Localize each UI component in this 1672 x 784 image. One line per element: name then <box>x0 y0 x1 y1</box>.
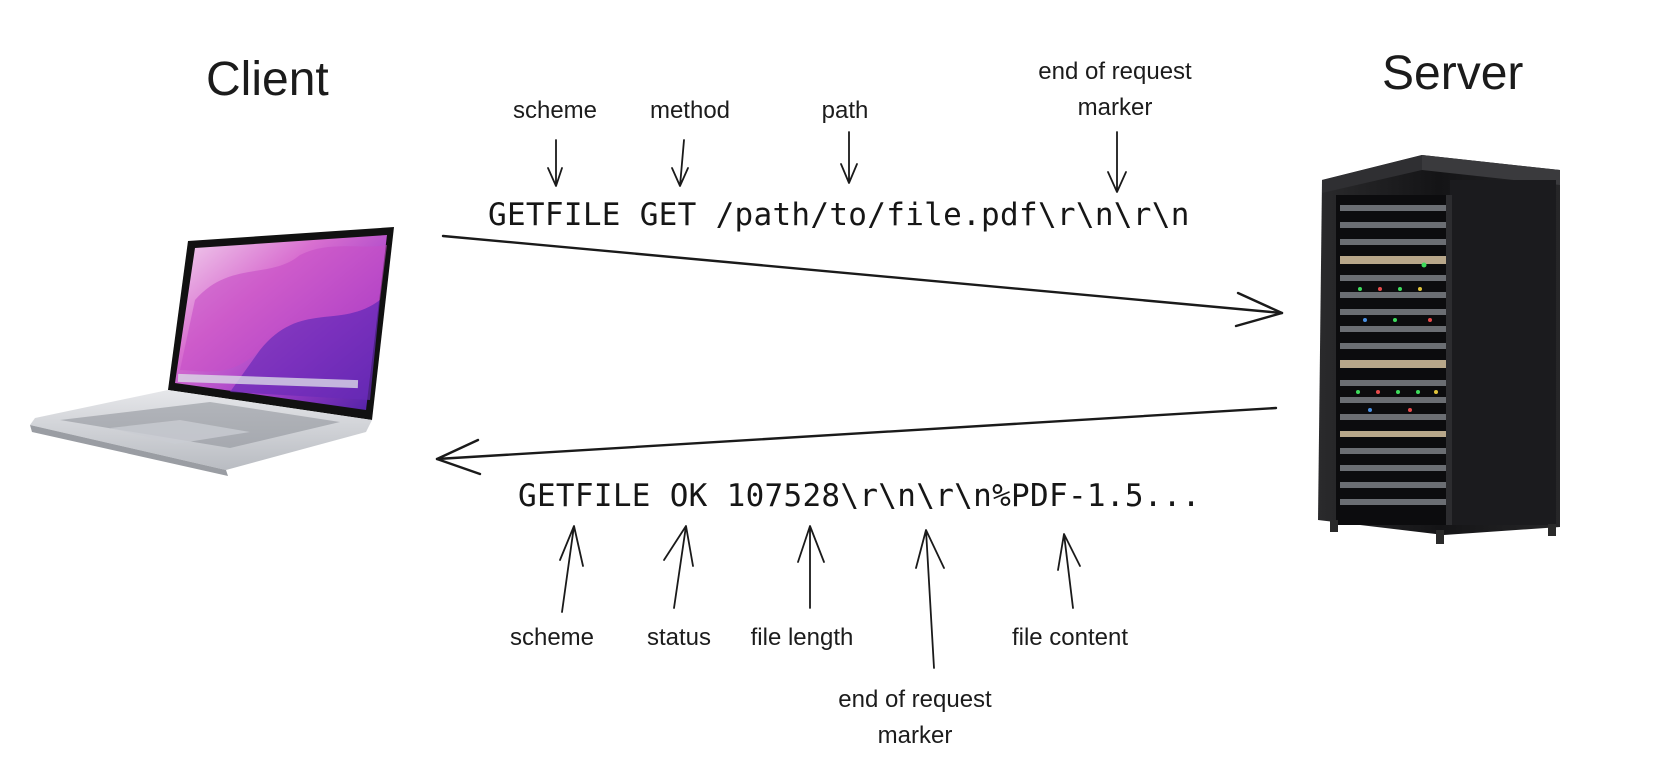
response-arrowhead <box>435 438 482 476</box>
response-status-label: status <box>646 624 712 651</box>
request-path-arrow <box>840 131 858 184</box>
request-arrow <box>441 234 1284 315</box>
request-end-marker-arrow <box>1107 131 1127 193</box>
request-method-arrow <box>671 139 689 187</box>
response-scheme-label: scheme <box>509 624 595 651</box>
response-status-arrow <box>663 525 694 609</box>
server-rack-icon <box>1318 155 1560 544</box>
request-method-label: method <box>649 97 731 124</box>
server-title: Server <box>1382 47 1524 100</box>
response-scheme-arrow <box>559 525 584 613</box>
response-file-length-arrow <box>797 525 825 609</box>
response-end-marker-label: end of request marker <box>838 686 992 749</box>
request-end-marker-label: end of request marker <box>1038 58 1192 121</box>
response-file-length-label: file length <box>750 624 854 651</box>
request-scheme-label: scheme <box>512 97 598 124</box>
request-scheme-arrow <box>547 139 563 187</box>
request-path-label: path <box>821 97 869 124</box>
response-file-content-label: file content <box>1011 624 1129 651</box>
response-line: GETFILE OK 107528\r\n\r\n%PDF-1.5... <box>518 478 1201 514</box>
request-arrowhead <box>1234 291 1284 328</box>
request-line: GETFILE GET /path/to/file.pdf\r\n\r\n <box>488 197 1190 233</box>
laptop-icon <box>30 227 394 476</box>
response-end-marker-arrow <box>915 529 945 669</box>
client-title: Client <box>206 53 329 106</box>
response-file-content-arrow <box>1057 533 1081 609</box>
response-arrow <box>435 406 1278 461</box>
